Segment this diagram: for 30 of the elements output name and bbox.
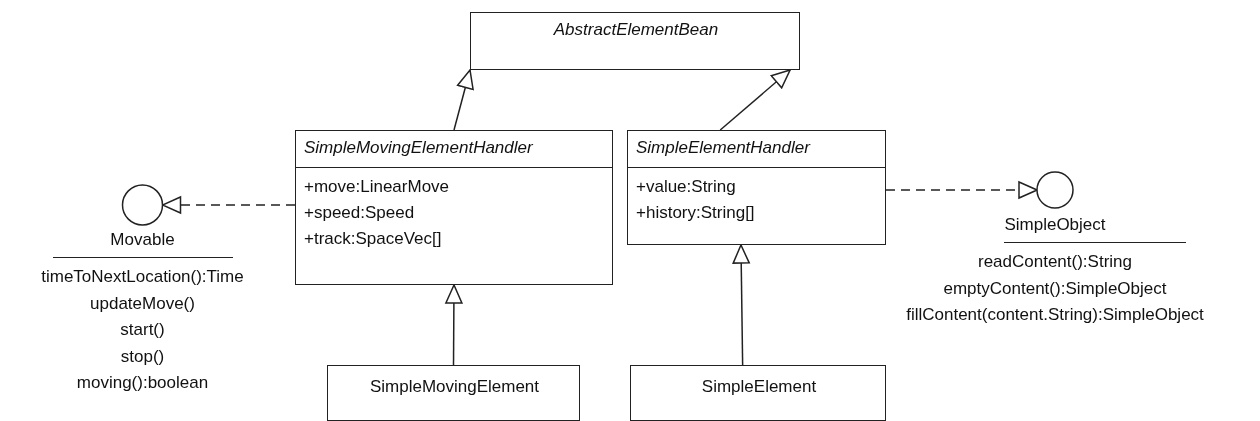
operation-text: moving():boolean [76,372,209,394]
operation-text: readContent():String [978,251,1132,273]
generalization-arrow [732,244,750,366]
class-box [295,130,613,285]
class-box [470,12,800,70]
operation-text: updateMove() [90,292,195,315]
realization-arrow [885,181,1038,199]
operation-text: stop() [120,345,165,368]
attribute-text: +move:LinearMove [304,177,450,196]
operation-text: timeToNextLocation():Time [41,266,244,288]
attribute-text: +speed:Speed [304,203,415,222]
class-name: SimpleElementHandler [628,131,885,168]
class-box [630,365,886,421]
class-name: AbstractElementBean [552,19,720,41]
class-name: SimpleElement [700,376,818,398]
class-box [627,130,886,245]
interface-name: Movable [110,229,175,251]
attribute-text: +history:String[] [636,203,755,222]
attribute-text: +track:SpaceVec[] [304,229,442,248]
class-name: SimpleMovingElementHandler [296,131,612,168]
operation-text: fillContent(content.String):SimpleObject [906,304,1204,326]
generalization-arrow [719,69,791,131]
generalization-arrow [445,284,463,366]
generalization-arrow [453,69,474,131]
operation-text: emptyContent():SimpleObject [943,277,1167,300]
class-box [327,365,580,421]
attribute-text: +value:String [636,177,736,196]
class-name: SimpleMovingElement [368,376,541,398]
interface-name: SimpleObject [1004,214,1106,236]
operation-text: start() [120,319,165,341]
